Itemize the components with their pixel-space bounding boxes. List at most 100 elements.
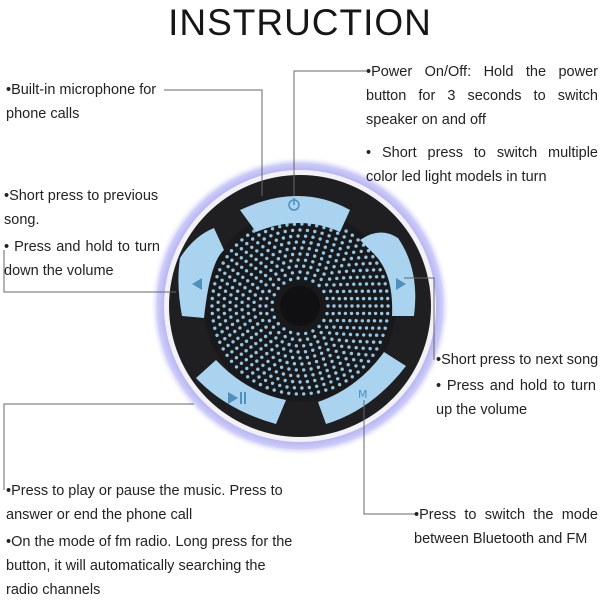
grille-dot (325, 239, 329, 244)
grille-dot (373, 296, 378, 301)
grille-dot (296, 350, 300, 354)
grille-dot (238, 326, 242, 330)
grille-dot (351, 339, 356, 343)
grille-dot (378, 268, 382, 272)
grille-dot (269, 268, 273, 273)
grille-dot (251, 282, 255, 287)
grille-dot (220, 278, 224, 282)
leader-previous (3, 250, 176, 293)
grille-dot (273, 245, 277, 249)
next-button[interactable] (360, 232, 416, 316)
grille-dot (316, 365, 321, 369)
grille-dot (259, 261, 263, 265)
grille-dot (260, 355, 264, 359)
grille-dot (216, 300, 220, 304)
grille-dot (298, 338, 302, 342)
power-button[interactable] (240, 196, 350, 232)
grille-dot (292, 246, 297, 250)
grille-dot (276, 286, 280, 290)
grille-dot (313, 354, 317, 358)
grille-dot (313, 273, 317, 278)
grille-dot (309, 265, 313, 270)
grille-dot (323, 363, 327, 367)
grille-dot (261, 289, 265, 294)
grille-dot (327, 234, 331, 238)
grille-dot (358, 339, 362, 344)
grille-dot (305, 228, 310, 233)
grille-dot (246, 329, 250, 333)
grille-dot (311, 329, 315, 333)
grille-dot (338, 304, 342, 308)
grille-dot (336, 377, 340, 381)
grille-dot (218, 322, 222, 327)
grille-dot (352, 326, 356, 330)
grille-dot (229, 315, 233, 319)
grille-dot (354, 364, 358, 368)
grille-dot (377, 326, 381, 330)
grille-dot (360, 289, 364, 293)
previous-button[interactable] (178, 228, 224, 318)
grille-dot (381, 333, 385, 337)
grille-dot (296, 276, 300, 280)
grille-dot (381, 275, 385, 279)
grille-dot (239, 247, 244, 251)
grille-dot (225, 282, 229, 286)
grille-dot (350, 304, 354, 308)
grille-dot (211, 319, 215, 323)
grille-dot (347, 345, 351, 349)
grille-dot (280, 340, 284, 344)
note-fm-radio: •On the mode of fm radio. Long press for… (6, 534, 293, 598)
grille-dot (344, 251, 348, 255)
grille-dot (324, 325, 329, 329)
grille-dot (325, 368, 329, 373)
grille-dot (344, 269, 349, 273)
grille-dot (336, 253, 340, 257)
grille-dot (361, 311, 366, 316)
grille-dot (364, 353, 368, 357)
grille-dot (259, 297, 263, 301)
grille-dot (268, 277, 273, 281)
grille-dot (275, 344, 279, 348)
grille-dot (383, 282, 387, 286)
grille-dot (236, 272, 240, 276)
grille-dot (303, 258, 308, 262)
grille-dot (256, 367, 260, 371)
grille-dot (267, 367, 272, 371)
grille-dot (210, 311, 214, 316)
grille-dot (249, 254, 253, 258)
grille-dot (352, 250, 356, 254)
grille-dot (283, 334, 287, 339)
grille-dot (272, 293, 276, 297)
grille-dot (311, 235, 315, 239)
grille-dot (277, 330, 281, 335)
grille-dot (311, 279, 315, 283)
mode-button[interactable]: M (318, 352, 406, 424)
grille-dot (330, 248, 334, 253)
speaker-dots (210, 216, 390, 396)
grille-dot (241, 315, 245, 319)
grille-dot (276, 377, 280, 381)
grille-dot (337, 297, 341, 301)
grille-dot (276, 322, 280, 326)
grille-dot (385, 319, 389, 323)
grille-dot (361, 262, 365, 266)
grille-dot (287, 342, 291, 347)
play-pause-button[interactable] (196, 360, 286, 424)
grille-dot (354, 262, 358, 266)
grille-dot (334, 371, 338, 375)
grille-dot (334, 237, 338, 241)
grille-dot (252, 300, 256, 304)
grille-dot (217, 293, 221, 297)
grille-dot (216, 308, 220, 312)
next-icon (396, 278, 406, 290)
grille-dot (289, 259, 293, 263)
grille-dot (298, 228, 302, 232)
grille-dot (249, 263, 253, 267)
grille-dot (300, 222, 304, 226)
grille-dot (292, 222, 297, 226)
grille-dot (222, 311, 227, 316)
grille-dot (278, 224, 282, 229)
grille-dot (329, 228, 333, 232)
grille-dot (241, 293, 245, 297)
grille-dot (240, 238, 244, 242)
